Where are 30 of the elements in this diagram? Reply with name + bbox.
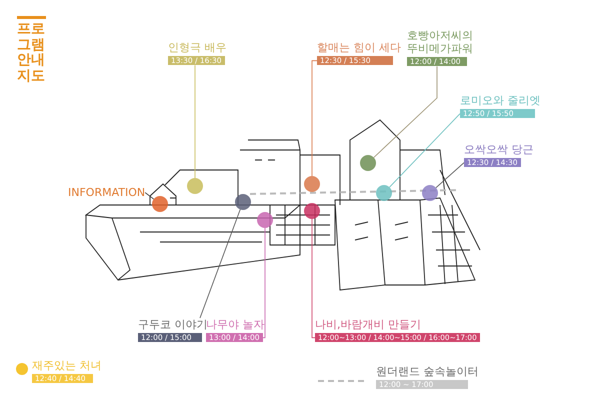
leader-line bbox=[194, 64, 196, 178]
location-marker bbox=[376, 185, 392, 201]
location-marker bbox=[152, 196, 168, 212]
leader-line bbox=[200, 209, 241, 318]
program-name: 할매는 힘이 세다 bbox=[317, 41, 401, 54]
program-name: INFORMATION bbox=[68, 186, 146, 200]
location-marker bbox=[187, 178, 203, 194]
leader-line bbox=[312, 218, 316, 338]
leader-line bbox=[262, 228, 266, 338]
leader-line bbox=[312, 60, 318, 176]
program-name: 재주있는 처녀 bbox=[32, 359, 102, 372]
leader-line bbox=[389, 113, 460, 188]
location-marker bbox=[235, 194, 251, 210]
map-title: 프로그램 안내지도 bbox=[17, 16, 46, 85]
location-marker bbox=[257, 212, 273, 228]
location-marker bbox=[360, 155, 376, 171]
program-name: 나비,바람개비 만들기 bbox=[315, 318, 422, 332]
program-name: 나무야 놀자 bbox=[206, 318, 264, 332]
program-name: 인형극 배우 bbox=[168, 41, 226, 54]
program-name: 호빵아저씨의 뚜비메가파워 bbox=[407, 29, 474, 56]
leader-line bbox=[144, 192, 154, 200]
leader-line bbox=[373, 66, 438, 158]
program-name: 구두코 이야기 bbox=[138, 318, 208, 332]
location-marker bbox=[304, 203, 320, 219]
location-marker bbox=[422, 185, 438, 201]
leader-line bbox=[436, 162, 464, 188]
location-marker bbox=[304, 176, 320, 192]
program-name: 로미오와 줄리엣 bbox=[460, 94, 540, 108]
program-name: 원더랜드 숲속놀이터 bbox=[376, 365, 478, 378]
program-name: 오싹오싹 당근 bbox=[464, 143, 534, 156]
